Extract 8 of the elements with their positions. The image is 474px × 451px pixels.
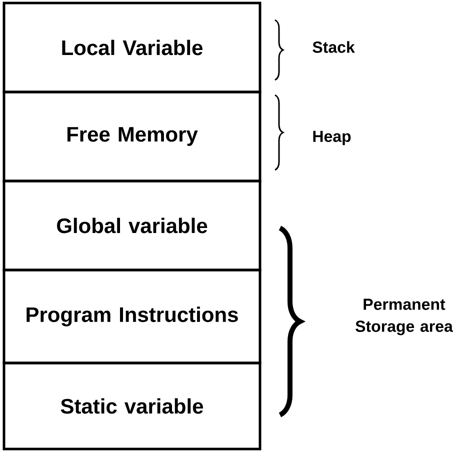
memory-area-label: Stack — [312, 41, 355, 53]
memory-segment-box: Global variable — [2, 180, 262, 272]
memory-area-label: Permanent Storage area — [356, 298, 453, 336]
memory-area-label: Heap — [313, 130, 351, 146]
memory-segment-box: Local Variable — [2, 2, 262, 94]
memory-segment-box: Free Memory — [2, 90, 262, 182]
memory-segment-box: Static variable — [2, 362, 262, 450]
memory-segment-box: Program Instructions — [2, 268, 262, 364]
